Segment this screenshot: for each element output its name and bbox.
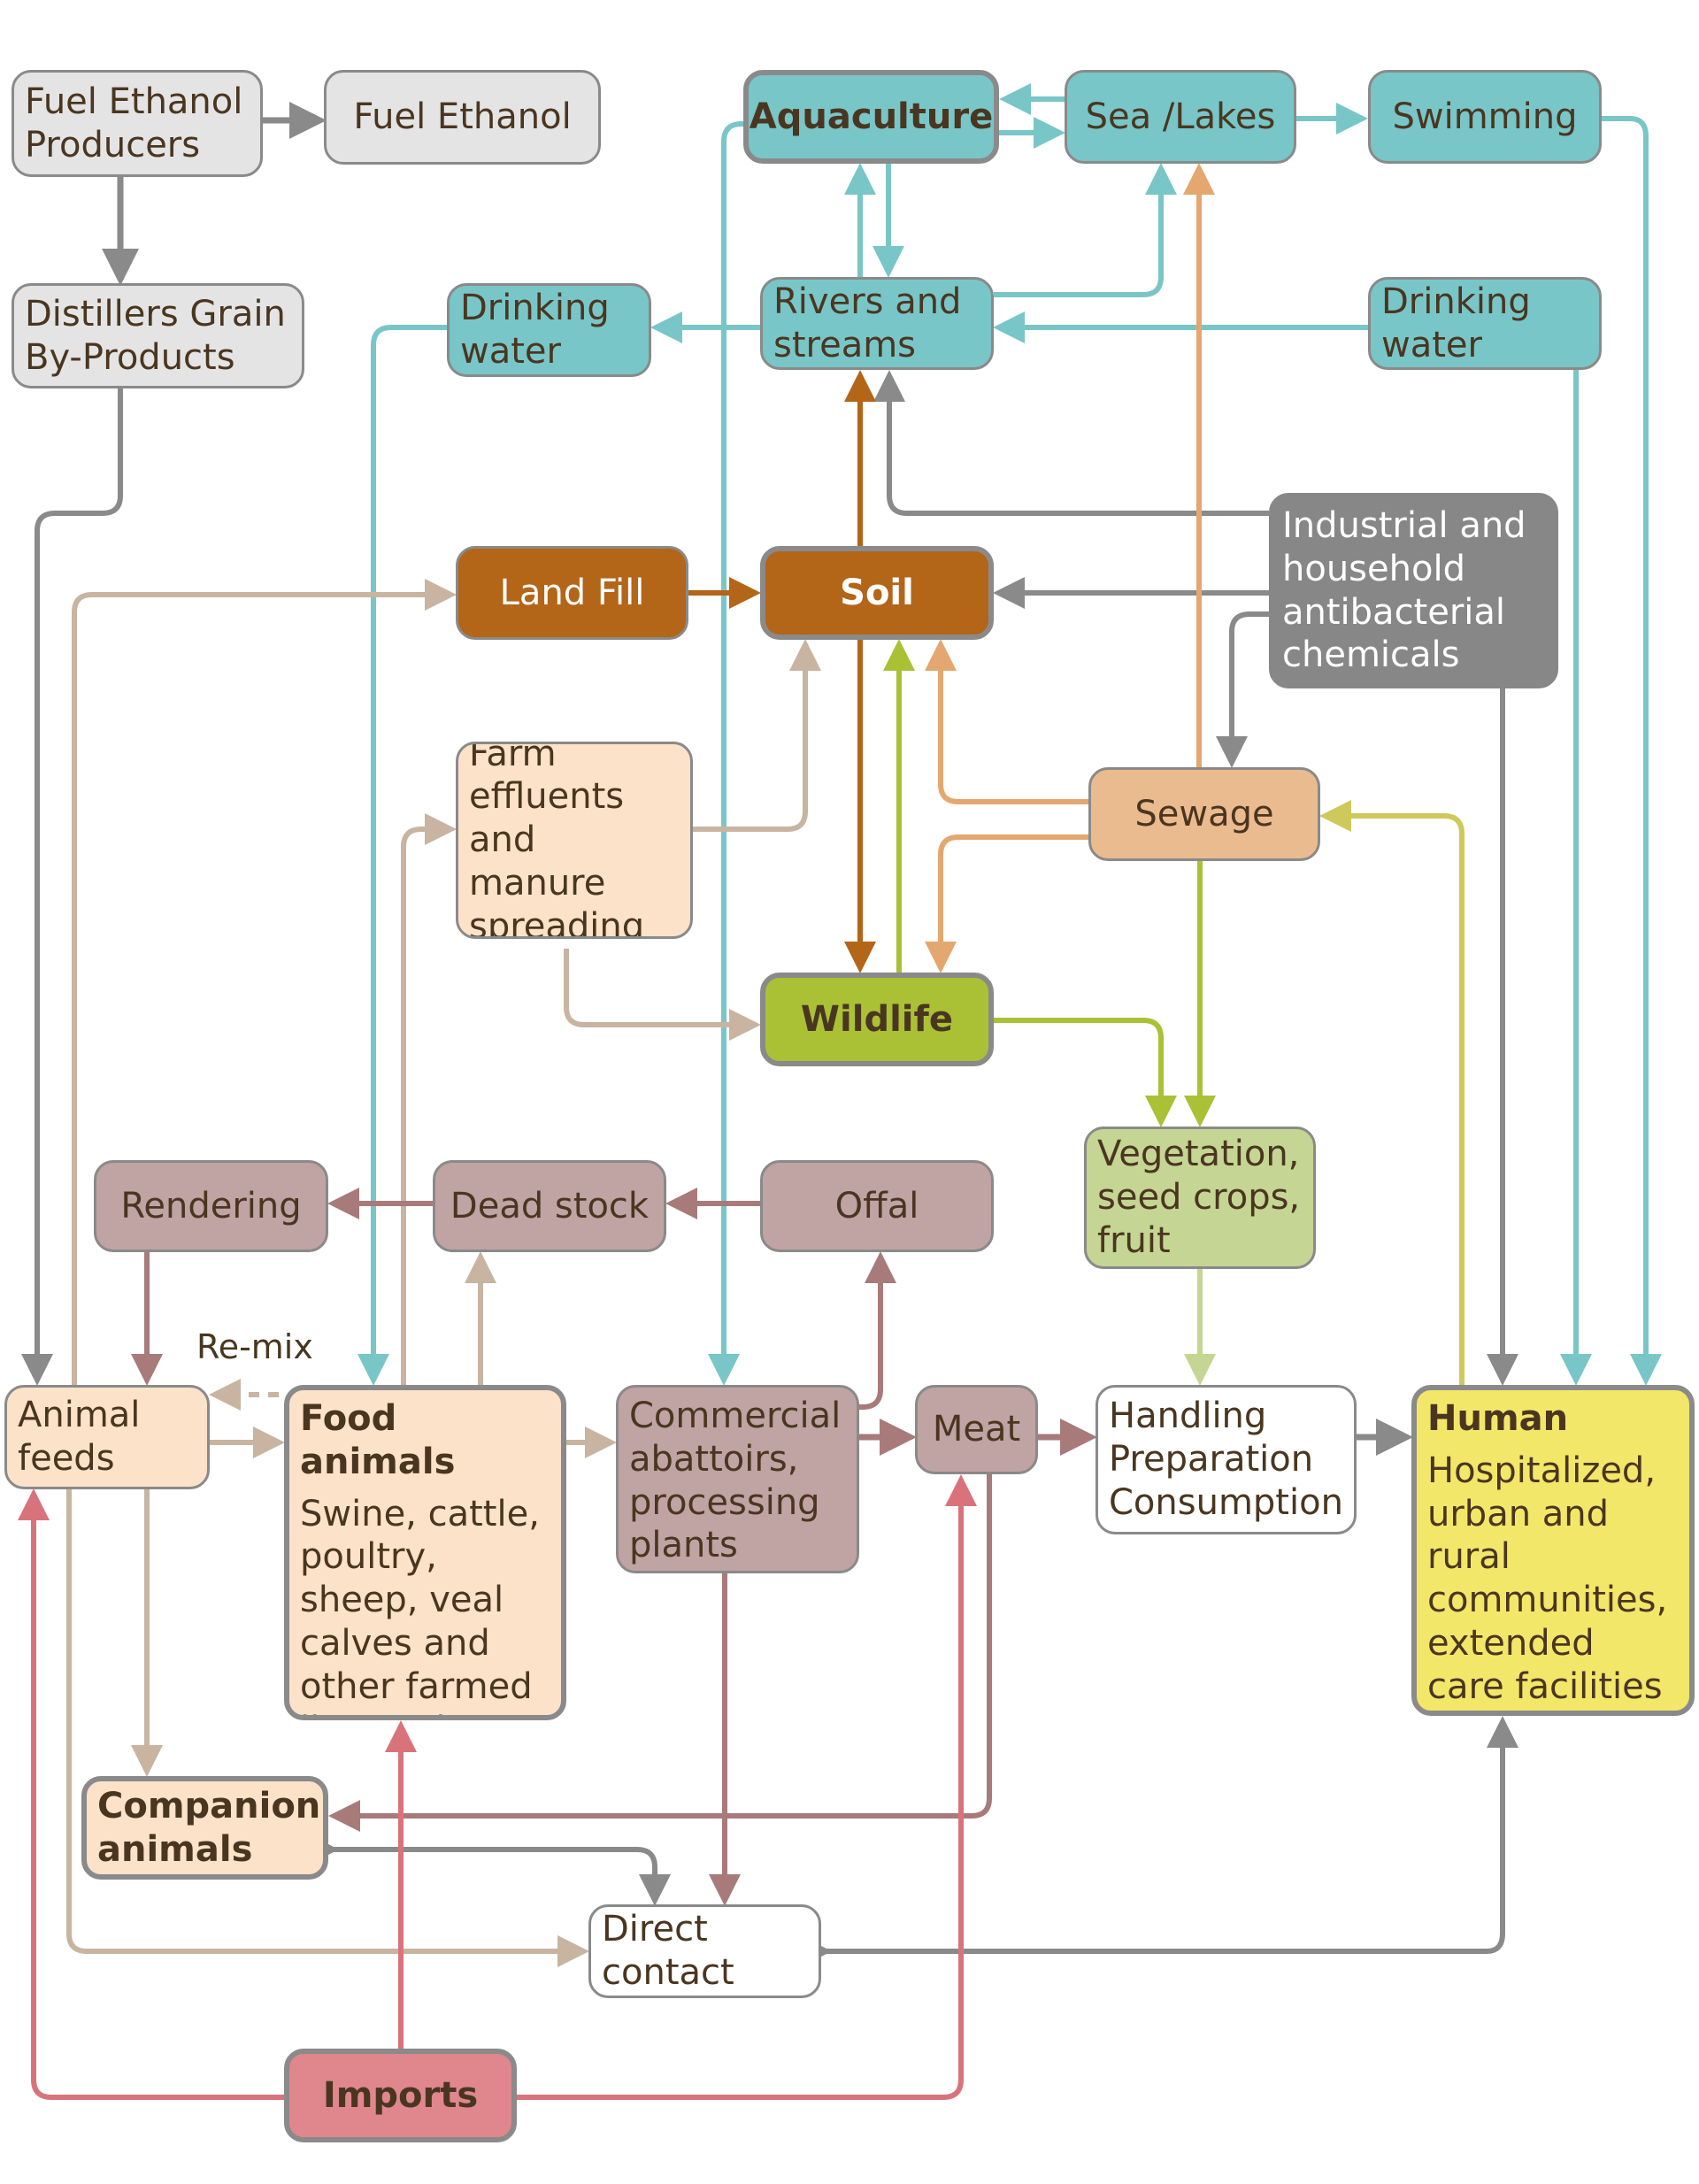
edge-aquaculture-to-abattoirs xyxy=(708,121,744,1386)
node-label: Industrial and household antibacterial c… xyxy=(1282,504,1526,676)
node-label: Rivers and streams xyxy=(773,281,962,365)
node-imports[interactable]: Imports xyxy=(284,2049,517,2142)
node-label: Drinking water xyxy=(1381,281,1531,365)
edge-effluents-to-wildlife xyxy=(564,949,761,1041)
node-label: Direct contact xyxy=(602,1909,734,1993)
node-direct-contact[interactable]: Direct contact xyxy=(588,1904,821,1998)
node-animal-feeds[interactable]: Animal feeds xyxy=(4,1385,210,1489)
edge-imports-to-feeds xyxy=(17,1488,284,2100)
edge-sewage-to-soil xyxy=(925,639,1088,804)
node-offal[interactable]: Offal xyxy=(760,1160,994,1252)
node-meat[interactable]: Meat xyxy=(915,1385,1038,1474)
node-swimming[interactable]: Swimming xyxy=(1368,70,1602,164)
edge-companion-direct xyxy=(307,1834,671,1906)
node-label: Vegetation, seed crops, fruit xyxy=(1097,1134,1301,1261)
node-label: Rendering xyxy=(120,1185,302,1227)
node-label: Drinking water xyxy=(460,288,610,372)
node-aquaculture[interactable]: Aquaculture xyxy=(743,70,999,164)
edge-feeds-to-landfill xyxy=(72,579,457,1385)
node-companion-animals[interactable]: Companion animals xyxy=(81,1776,328,1880)
node-subtitle: Swine, cattle, poultry, sheep, veal calv… xyxy=(300,1493,540,1715)
node-dead-stock[interactable]: Dead stock xyxy=(433,1160,666,1252)
node-label: Animal feeds xyxy=(18,1395,141,1479)
edge-industrial-to-sewage xyxy=(1216,611,1269,768)
node-label: Dead stock xyxy=(450,1185,650,1227)
edge-food-to-effluents xyxy=(401,813,457,1385)
edge-abattoirs-to-offal xyxy=(859,1251,896,1410)
node-label: Fuel Ethanol xyxy=(353,96,572,138)
node-label: Meat xyxy=(932,1409,1021,1450)
edge-meat-to-companion xyxy=(328,1474,992,1832)
edge-effluents-to-soil xyxy=(693,639,821,832)
node-label: Handling Preparation Consumption xyxy=(1109,1396,1343,1523)
edge-direct-human xyxy=(800,1716,1518,1967)
node-sewage[interactable]: Sewage xyxy=(1088,767,1320,861)
node-label: Distillers Grain By-Products xyxy=(25,293,286,378)
edge-swimming-to-human xyxy=(1602,116,1662,1386)
node-handling[interactable]: Handling Preparation Consumption xyxy=(1096,1385,1357,1534)
node-label: Offal xyxy=(834,1185,919,1227)
node-label: Farm effluents and manure spreading xyxy=(469,742,645,939)
node-land-fill[interactable]: Land Fill xyxy=(456,546,688,640)
node-drinking-water-left[interactable]: Drinking water xyxy=(447,283,651,377)
node-rivers-streams[interactable]: Rivers and streams xyxy=(760,277,994,370)
node-label: Sea /Lakes xyxy=(1085,96,1276,137)
node-label: Soil xyxy=(840,572,914,613)
node-label: Fuel Ethanol Producers xyxy=(25,81,243,165)
node-farm-effluents[interactable]: Farm effluents and manure spreading xyxy=(456,742,693,939)
remix-label: Re-mix xyxy=(196,1327,313,1366)
node-sea-lakes[interactable]: Sea /Lakes xyxy=(1065,70,1296,164)
node-title: Food animals xyxy=(300,1398,456,1482)
edge-rivers-to-sea xyxy=(994,163,1177,297)
node-distillers-grain[interactable]: Distillers Grain By-Products xyxy=(12,283,304,388)
node-commercial-abattoirs[interactable]: Commercial abattoirs, processing plants xyxy=(616,1385,859,1573)
edge-drinking-left-to-food xyxy=(357,325,447,1386)
node-label: Commercial abattoirs, processing plants xyxy=(629,1396,842,1566)
node-label: Land Fill xyxy=(499,572,645,613)
node-label: Companion animals xyxy=(97,1785,321,1870)
node-label: Swimming xyxy=(1392,96,1578,137)
node-wildlife[interactable]: Wildlife xyxy=(760,973,994,1066)
node-label: Aquaculture xyxy=(749,96,994,137)
edge-human-to-sewage xyxy=(1319,800,1465,1385)
edge-feeds-to-direct xyxy=(66,1489,589,1967)
edge-distillers-to-feeds xyxy=(21,388,123,1386)
edge-imports-to-meat xyxy=(517,1474,977,2100)
node-label: Sewage xyxy=(1134,793,1274,834)
node-rendering[interactable]: Rendering xyxy=(94,1160,328,1252)
node-industrial-chemicals[interactable]: Industrial and household antibacterial c… xyxy=(1269,493,1558,688)
edge-industrial-to-rivers xyxy=(873,370,1269,516)
node-fuel-ethanol-producers[interactable]: Fuel Ethanol Producers xyxy=(12,70,263,177)
edge-wildlife-to-vegetation xyxy=(994,1018,1177,1127)
node-soil[interactable]: Soil xyxy=(760,546,994,640)
edge-sewage-to-wildlife xyxy=(925,834,1088,973)
node-subtitle: Hospitalized, urban and rural communitie… xyxy=(1427,1450,1668,1707)
node-title: Human xyxy=(1427,1398,1569,1439)
node-drinking-water-right[interactable]: Drinking water xyxy=(1368,277,1602,370)
node-label: Wildlife xyxy=(800,998,954,1040)
node-label: Imports xyxy=(322,2074,479,2116)
node-vegetation[interactable]: Vegetation, seed crops, fruit xyxy=(1084,1127,1316,1269)
node-fuel-ethanol[interactable]: Fuel Ethanol xyxy=(324,70,601,165)
